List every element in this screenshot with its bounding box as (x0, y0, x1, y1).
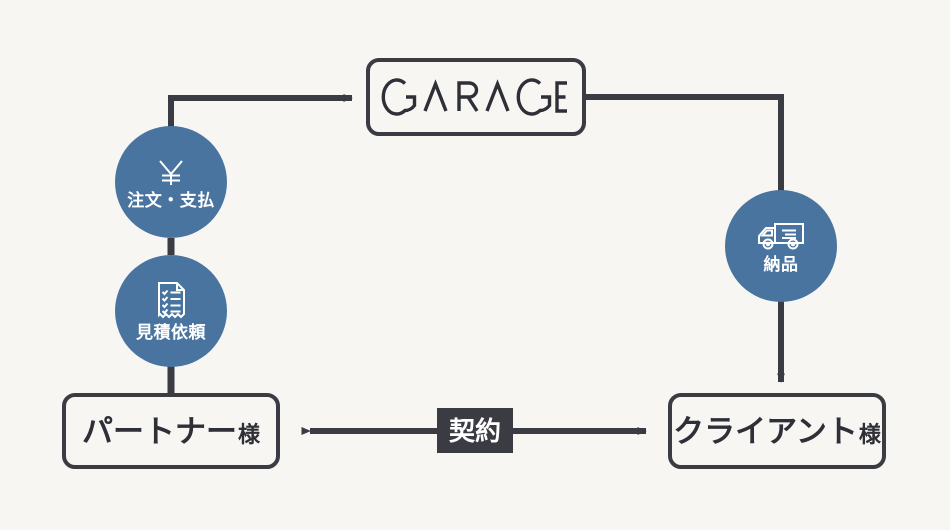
contract-badge-label: 契約 (448, 415, 501, 446)
entity-honorific-client: 様 (858, 421, 881, 447)
entity-name-partner: パートナー (81, 413, 237, 449)
garage-wordmark (381, 74, 571, 120)
checklist-document-icon (153, 281, 189, 321)
step-label-delivery: 納品 (763, 255, 799, 274)
contract-badge: 契約 (437, 408, 513, 453)
entity-name-client: クライアント (673, 413, 858, 449)
delivery-truck-icon (755, 219, 807, 253)
connector-garage-to-delivery (586, 94, 784, 200)
entity-label-partner: パートナー 様 (82, 416, 260, 447)
entity-honorific-partner: 様 (237, 421, 260, 447)
step-label-quote: 見積依頼 (136, 323, 206, 342)
garage-hub-box (366, 58, 586, 136)
step-circle-payment: 注文・支払 (115, 126, 227, 238)
step-label-payment: 注文・支払 (127, 191, 215, 210)
entity-box-client: クライアント 様 (668, 393, 886, 469)
connector-payment-to-garage (168, 94, 353, 130)
yen-icon (154, 155, 188, 189)
entity-label-client: クライアント 様 (673, 416, 881, 447)
entity-box-partner: パートナー 様 (62, 393, 280, 469)
step-circle-delivery: 納品 (725, 190, 837, 302)
step-circle-quote: 見積依頼 (115, 255, 227, 367)
